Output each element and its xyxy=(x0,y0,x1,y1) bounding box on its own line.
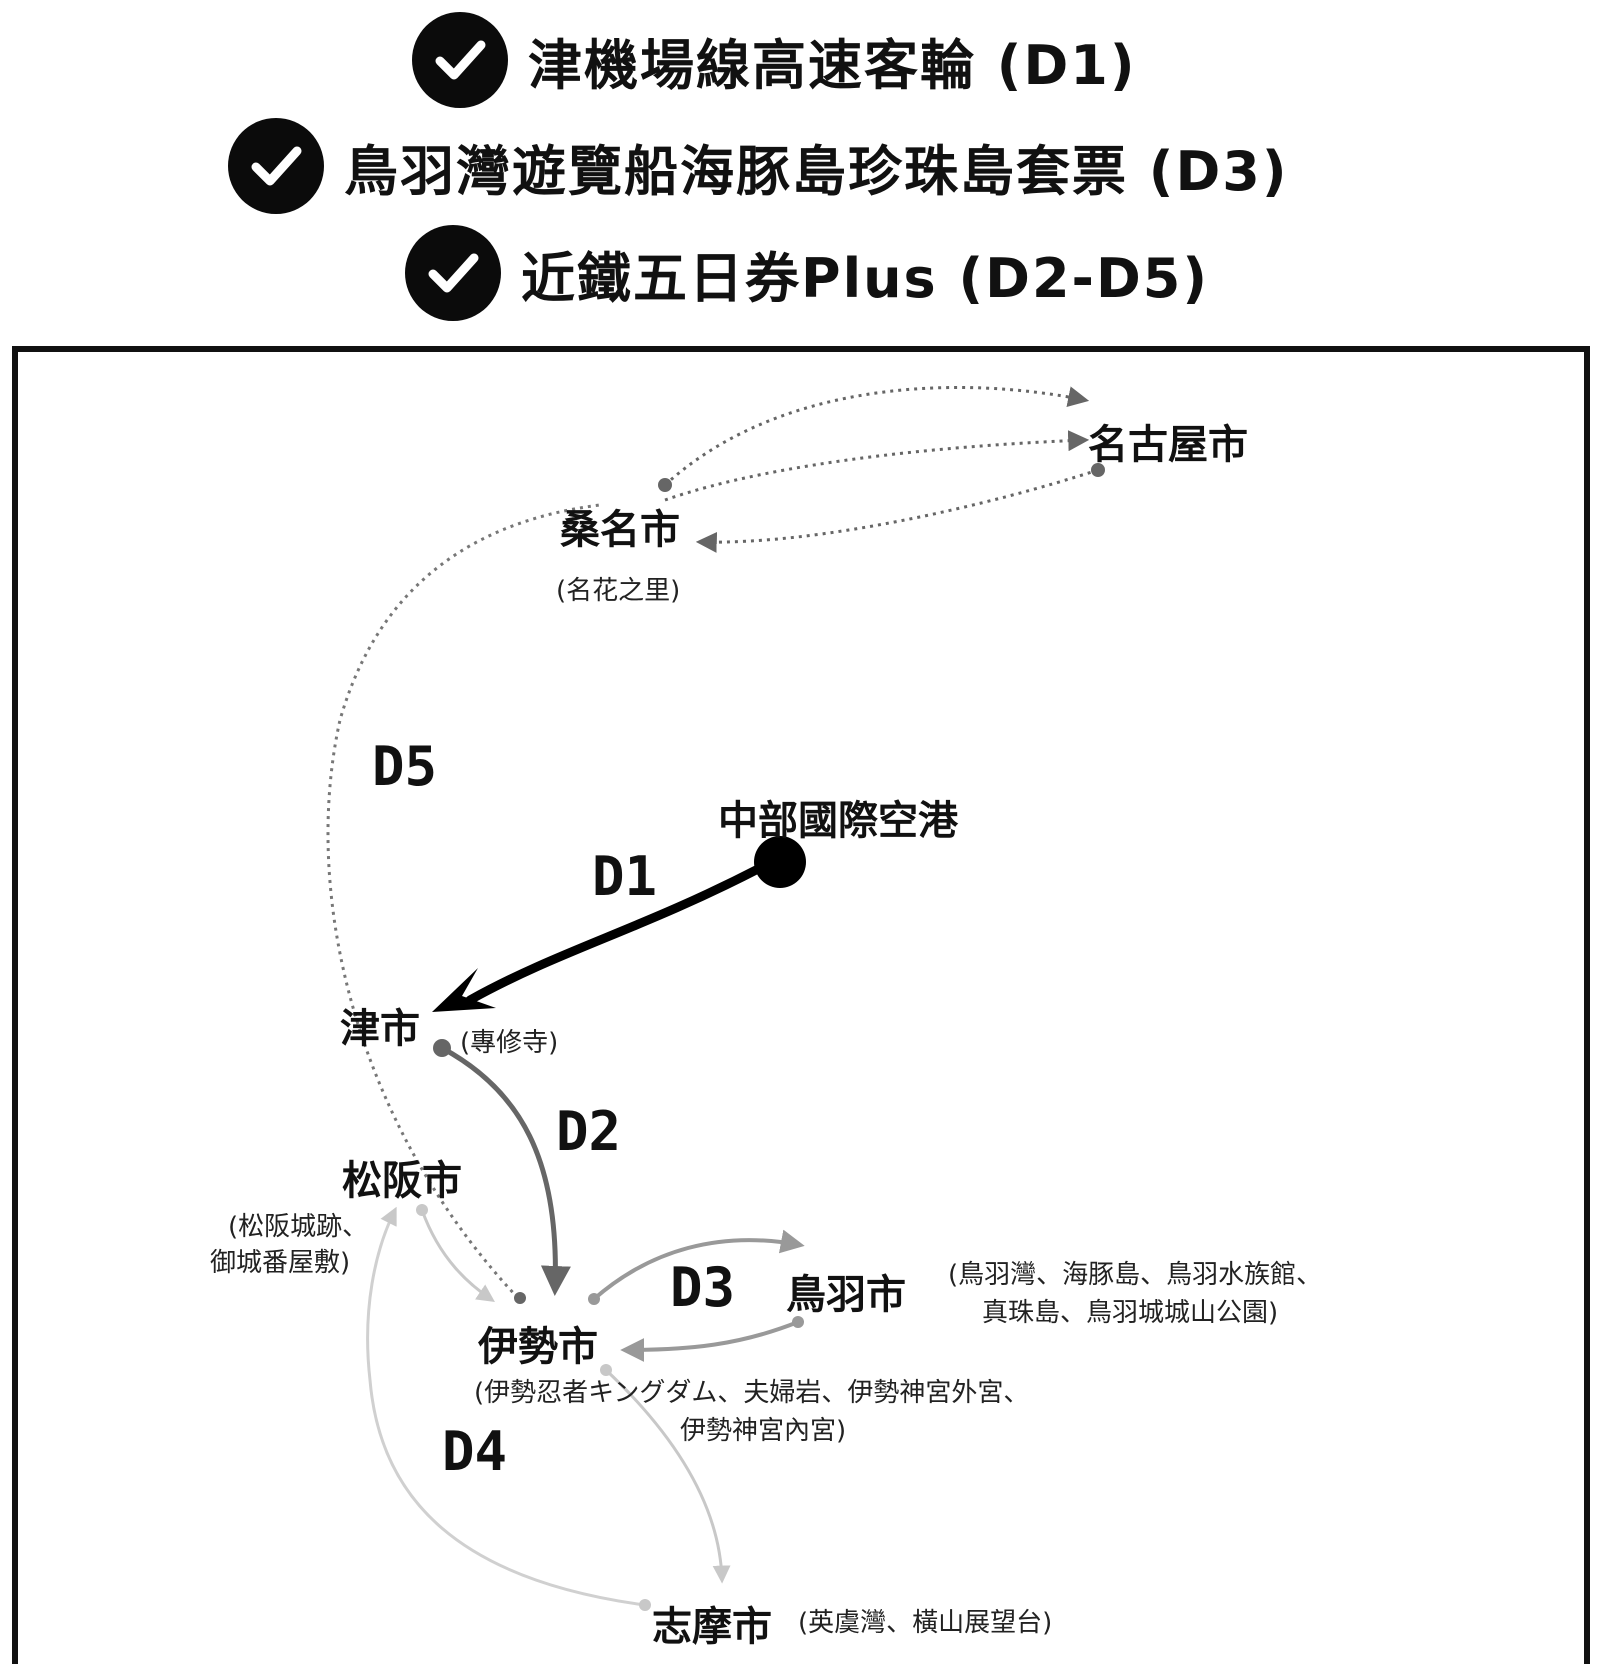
route-d3-ise-toba xyxy=(592,1229,805,1301)
route-d5-ise-kuwana xyxy=(326,503,601,1300)
place-toba-subtitle-1: (鳥羽灣、海豚島、鳥羽水族館、 xyxy=(948,1260,1323,1290)
day-label-d2: D2 xyxy=(556,1100,622,1163)
place-ise-subtitle-1: (伊勢忍者キングダム、夫婦岩、伊勢神宮外宮、 xyxy=(474,1378,1030,1408)
place-ise: 伊勢市 xyxy=(478,1324,598,1370)
route-d2-tsu-ise xyxy=(440,1045,571,1296)
header-item-1: 津機場線高速客輪 (D1) xyxy=(0,12,1600,112)
check-circle-icon xyxy=(405,225,501,321)
route-d5-nagoya-kuwana xyxy=(695,468,1099,553)
place-kuwana-subtitle: (名花之里) xyxy=(556,576,681,606)
route-d5-kuwana-nagoya-middle xyxy=(664,430,1090,502)
header-item-2: 鳥羽灣遊覽船海豚島珍珠島套票 (D3) xyxy=(0,118,1600,218)
node-ise-d4-dot xyxy=(600,1364,612,1376)
node-ise-dot xyxy=(588,1293,600,1305)
day-label-d1: D1 xyxy=(592,845,658,908)
node-ise-d5-dot xyxy=(514,1292,526,1304)
place-matsusaka-subtitle-1: (松阪城跡、 xyxy=(228,1212,369,1242)
route-d1-arrowhead xyxy=(432,968,496,1012)
place-ise-subtitle-2: 伊勢神宮內宮) xyxy=(680,1416,847,1446)
day-label-d3: D3 xyxy=(670,1256,736,1319)
header-item-3: 近鐵五日券Plus (D2-D5) xyxy=(0,225,1600,325)
map-frame xyxy=(12,346,1590,1664)
place-kuwana: 桑名市 xyxy=(560,507,680,553)
node-nagoya-dot xyxy=(1091,463,1105,477)
node-shima-dot xyxy=(639,1599,651,1611)
route-d4-ise-shima xyxy=(604,1368,731,1584)
place-shima-subtitle: (英虞灣、橫山展望台) xyxy=(798,1608,1053,1638)
route-d3-toba-ise xyxy=(620,1320,799,1362)
node-tsu-dot xyxy=(433,1039,451,1057)
route-d4-matsusaka-ise xyxy=(420,1209,495,1303)
day-label-d4: D4 xyxy=(442,1420,508,1483)
header-item-text: 鳥羽灣遊覽船海豚島珍珠島套票 (D3) xyxy=(344,139,1289,203)
route-d5-kuwana-nagoya-upper xyxy=(663,386,1090,487)
place-shima: 志摩市 xyxy=(652,1604,772,1650)
day-label-d5: D5 xyxy=(372,735,438,798)
place-toba-subtitle-2: 真珠島、鳥羽城城山公園) xyxy=(982,1298,1279,1328)
node-matsusaka-dot xyxy=(416,1204,428,1216)
route-d4-shima-matsusaka xyxy=(366,1206,646,1607)
place-airport: 中部國際空港 xyxy=(718,798,958,844)
header-item-text: 近鐵五日券Plus (D2-D5) xyxy=(521,246,1210,310)
node-kuwana-dot xyxy=(658,478,672,492)
place-tsu-subtitle: (專修寺) xyxy=(460,1028,559,1058)
check-circle-icon xyxy=(412,12,508,108)
node-airport-dot xyxy=(754,836,806,888)
place-nagoya: 名古屋市 xyxy=(1088,422,1248,468)
route-d1-airport-tsu xyxy=(465,863,765,1005)
header-item-text: 津機場線高速客輪 (D1) xyxy=(528,33,1137,97)
check-circle-icon xyxy=(228,118,324,214)
place-matsusaka-subtitle-2: 御城番屋敷) xyxy=(210,1248,351,1278)
place-toba: 鳥羽市 xyxy=(786,1272,906,1318)
node-toba-dot xyxy=(792,1316,804,1328)
place-matsusaka: 松阪市 xyxy=(342,1158,462,1204)
place-tsu: 津市 xyxy=(340,1006,420,1052)
